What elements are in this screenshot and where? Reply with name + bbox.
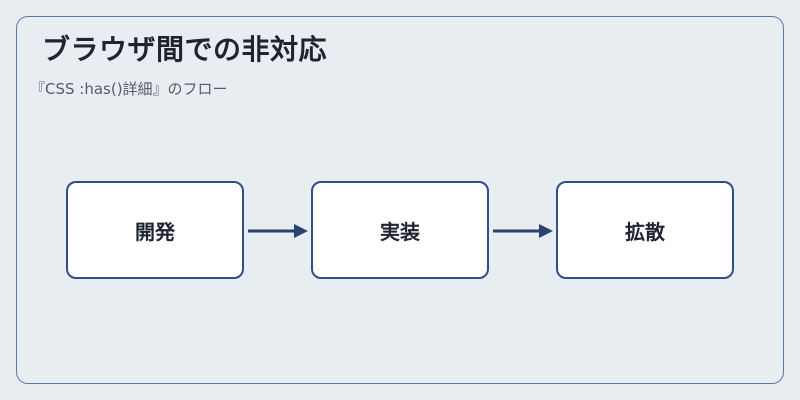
flow-node-implementation: 実装 — [311, 181, 489, 279]
flow-node-diffusion: 拡散 — [556, 181, 734, 279]
flow-node-label: 拡散 — [625, 219, 665, 244]
diagram-subtitle: 『CSS :has()詳細』のフロー — [30, 80, 228, 98]
diagram-title: ブラウザ間での非対応 — [42, 33, 328, 66]
flow-node-label: 実装 — [380, 219, 420, 244]
arrow-right-icon — [248, 224, 308, 238]
flow-node-development: 開発 — [66, 181, 244, 279]
arrow-right-icon — [493, 224, 553, 238]
flow-node-label: 開発 — [135, 219, 175, 244]
